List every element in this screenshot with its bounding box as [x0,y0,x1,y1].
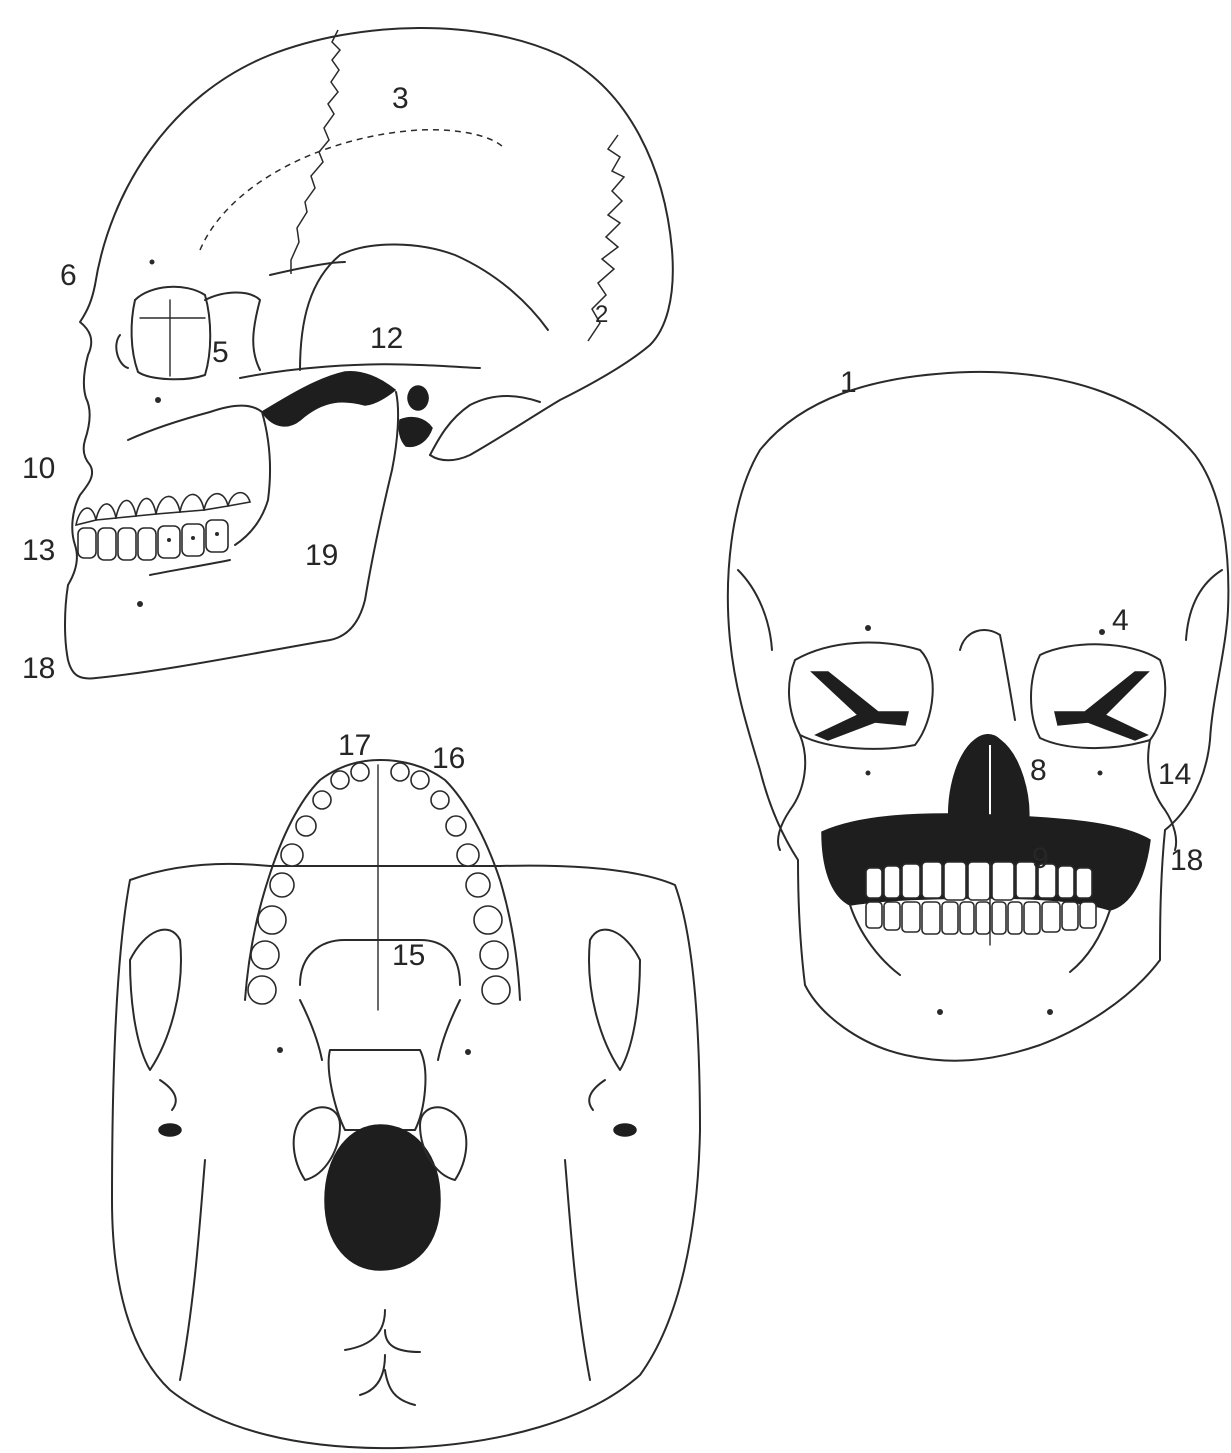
inferior-nuchal-right [565,1160,590,1380]
frontal-temporal-line-left [738,570,772,650]
frontal-left-orbit [789,643,933,749]
lateral-temporal-line [200,130,505,250]
frontal-left-orbit-fissure [812,672,908,740]
lateral-nasal-aperture [116,335,128,368]
label-10: 10 [22,452,55,485]
label-4: 4 [1112,604,1129,637]
inferior-pterygoid-right [438,1000,460,1060]
label-18-lateral: 18 [22,652,55,685]
lateral-styloid-region [399,418,432,447]
inferior-stylomastoid-left [159,1124,181,1136]
inferior-external-crest [345,1310,420,1405]
lateral-maxilla [128,406,262,440]
label-17: 17 [338,729,371,762]
lateral-orbit [132,287,211,379]
lateral-infraorbital-foramen [155,397,161,403]
frontal-right-orbit-fissure [1055,672,1148,740]
label-8: 8 [1030,754,1047,787]
frontal-infraorbital-right [1098,771,1103,776]
lateral-mandible-body-line [150,560,230,575]
frontal-zygoma-right [1148,740,1176,850]
label-1: 1 [840,366,857,399]
frontal-temporal-line-right [1186,570,1222,640]
frontal-mental-foramen-right [1047,1009,1053,1015]
frontal-supraorbital-left [865,625,871,631]
lateral-sphenoid-line [270,262,345,275]
inferior-basiocciput [329,1050,426,1130]
inferior-teeth [248,763,510,1004]
label-9: 9 [1032,842,1049,875]
lateral-external-meatus [408,386,428,410]
label-3: 3 [392,82,409,115]
frontal-skull-view [728,372,1228,1061]
inferior-zygomatic-right [589,930,640,1070]
label-18-frontal: 18 [1170,844,1203,877]
lateral-mandibular-notch [262,372,395,426]
lateral-mandible-ramus [235,412,270,545]
label-12: 12 [370,322,403,355]
lateral-lower-teeth [78,520,228,560]
lateral-supraorbital-mark [150,260,155,265]
inferior-zygomatic-left [130,930,181,1070]
frontal-right-orbit [1031,644,1165,748]
inferior-palate [300,940,460,985]
frontal-mental-foramen-left [937,1009,943,1015]
inferior-stylomastoid-right [614,1124,636,1136]
frontal-lower-teeth [866,902,1096,934]
inferior-foramen-right [465,1049,471,1055]
frontal-infraorbital-left [866,771,871,776]
inferior-foramen-left [277,1047,283,1053]
frontal-nasal-bone [960,630,1015,720]
inferior-skull-view [112,760,700,1448]
label-16: 16 [432,742,465,775]
frontal-skull-outline [728,372,1228,1061]
label-13: 13 [22,534,55,567]
label-14: 14 [1158,758,1191,791]
inferior-nuchal-left [180,1160,205,1380]
label-6: 6 [60,259,77,292]
frontal-supraorbital-right [1099,629,1105,635]
lateral-skull-view [65,28,673,678]
inferior-mastoid-left [160,1080,176,1110]
inferior-pterygoid-left [300,1000,322,1060]
inferior-mastoid-right [589,1080,605,1110]
label-5: 5 [212,336,229,369]
label-15: 15 [392,939,425,972]
lateral-face-profile [65,285,398,678]
frontal-upper-teeth [866,862,1092,900]
label-19: 19 [305,539,338,572]
label-2: 2 [595,301,608,328]
lateral-coronal-suture [291,30,340,274]
lateral-mental-foramen [137,601,143,607]
